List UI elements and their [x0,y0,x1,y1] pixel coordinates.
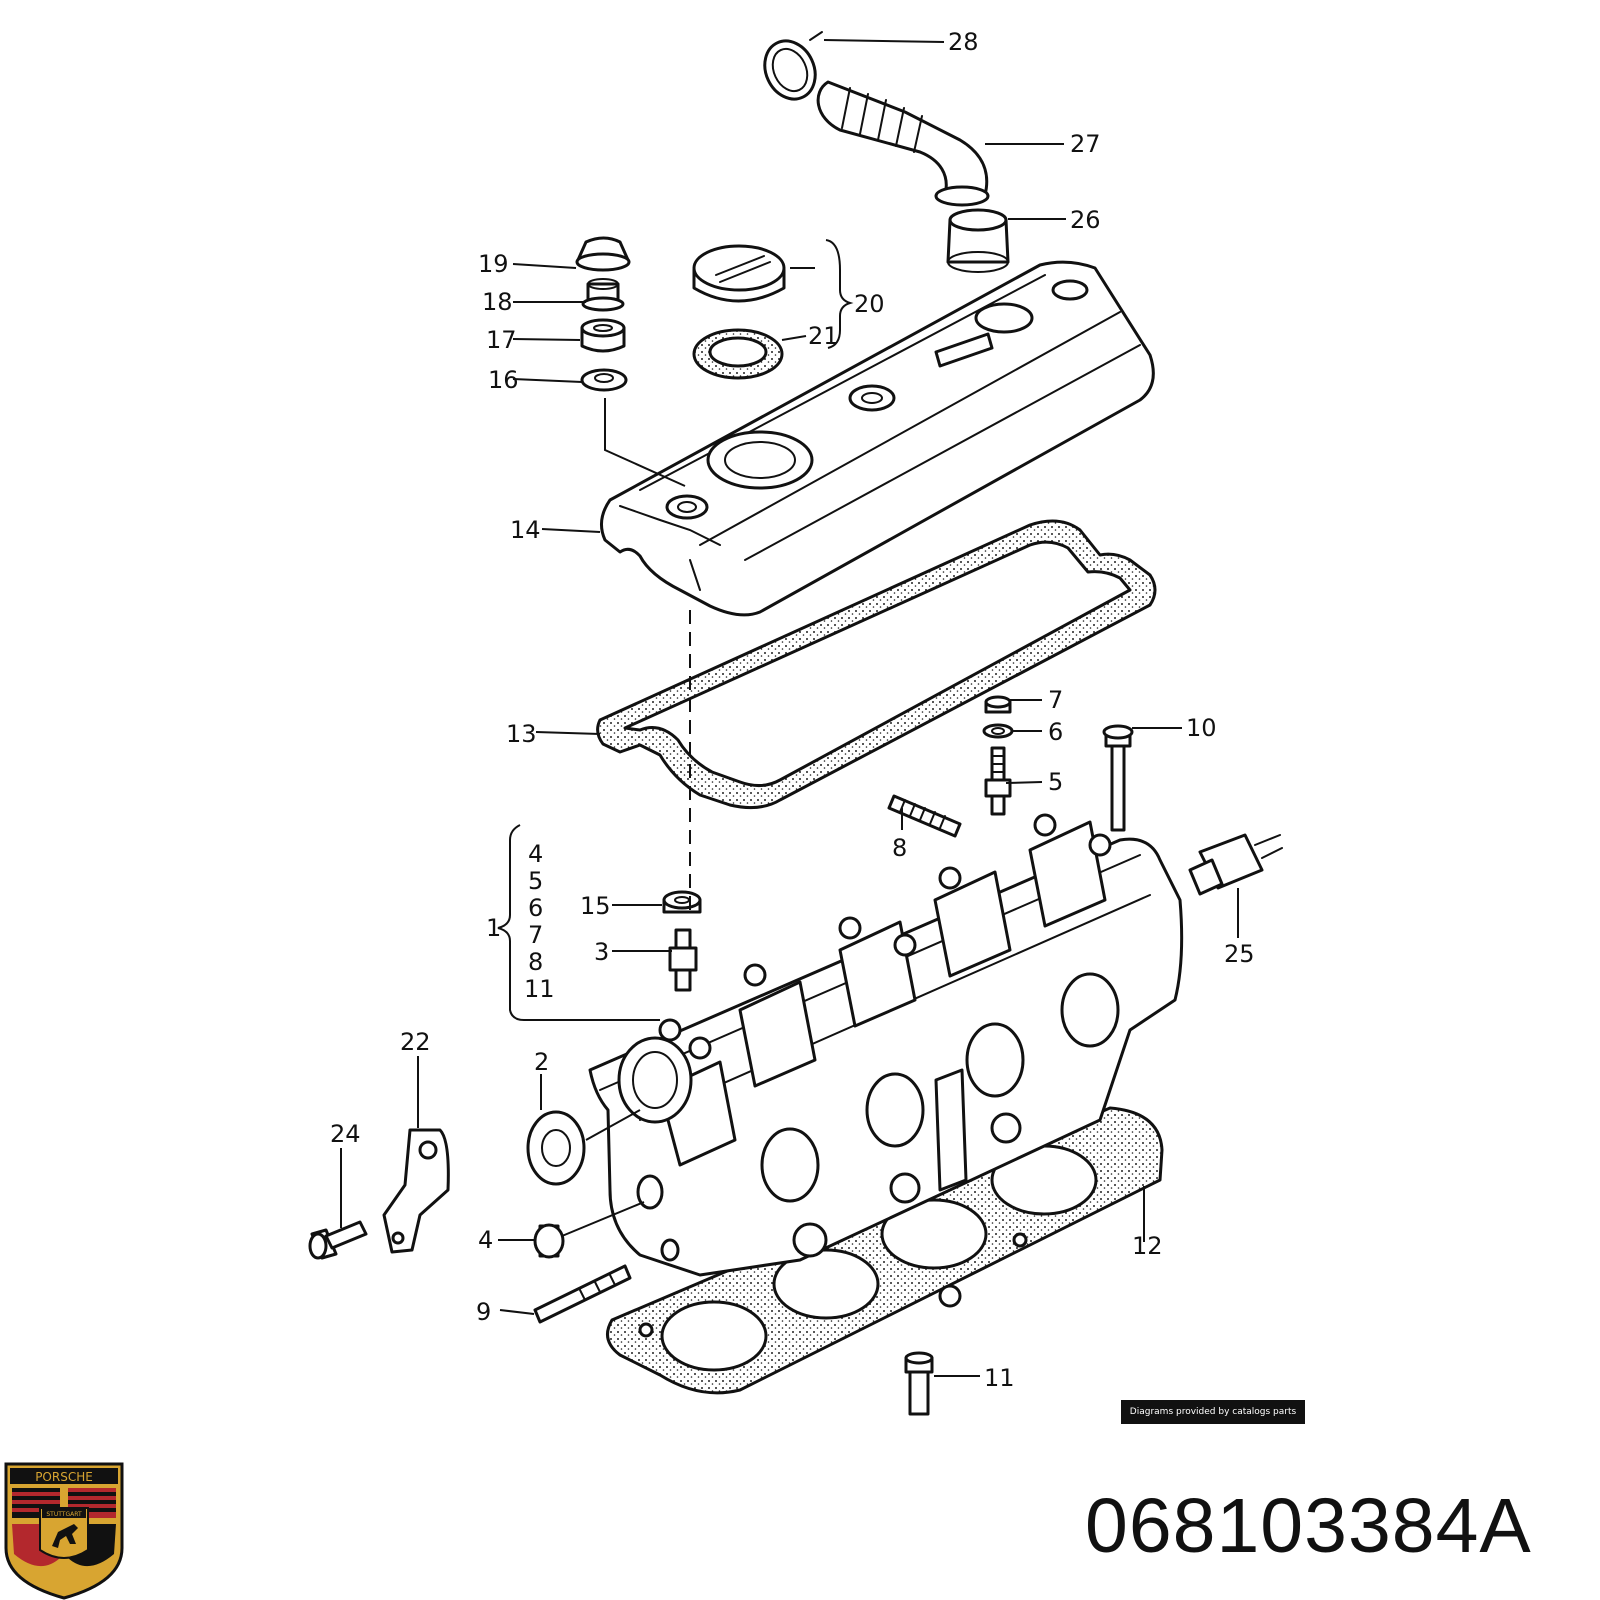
cover-gasket-part [596,519,1157,810]
callout-27: 27 [1070,130,1101,158]
nut-7-part [984,695,1012,714]
callout-24: 24 [330,1120,361,1148]
callout-labels: 28 27 26 19 18 17 16 20 21 14 13 7 6 5 1… [330,28,1255,1392]
stud-5-part [984,746,1012,816]
hose-clamp-part [763,31,823,101]
spacer-part [580,318,626,353]
callout-28: 28 [948,28,979,56]
callout-8: 8 [892,834,907,862]
oil-seal-part [526,1110,586,1186]
callout-12: 12 [1132,1232,1163,1260]
valve-cover-part [599,260,1155,617]
callout-10: 10 [1186,714,1217,742]
stud-8-part [887,794,962,838]
callout-17: 17 [486,326,517,354]
callout-25: 25 [1224,940,1255,968]
cap-part [575,236,631,272]
temp-sensor-part [1188,833,1283,896]
bracket-part [382,1128,450,1254]
group-item-11: 11 [524,975,555,1003]
group-item-7: 7 [528,921,543,949]
washer-6-part [982,723,1014,739]
callout-1: 1 [486,914,501,942]
diagram-credit: Diagrams provided by catalogs parts [1121,1400,1305,1424]
filler-seal-part [692,328,784,380]
callout-4: 4 [478,1226,493,1254]
breather-hose-part [816,80,990,207]
head-bolt-part [1102,724,1134,832]
nut-part [581,278,625,312]
callout-21: 21 [808,322,839,350]
callout-13: 13 [506,720,537,748]
group-item-6: 6 [528,894,543,922]
head-gasket-part [606,1106,1164,1395]
guide-3-part [668,928,698,992]
callout-19: 19 [478,250,509,278]
callout-9: 9 [476,1298,491,1326]
porsche-crest-logo: PORSCHE STUTTGART [4,1462,124,1600]
filler-cap-part [692,244,786,303]
callout-3: 3 [594,938,609,966]
leader-lines [340,39,1239,1377]
callout-22: 22 [400,1028,431,1056]
callout-26: 26 [1070,206,1101,234]
callout-18: 18 [482,288,513,316]
seal-washer-part [580,368,628,392]
group-item-8: 8 [528,948,543,976]
callout-15: 15 [580,892,611,920]
callout-7: 7 [1048,686,1063,714]
group-item-5: 5 [528,867,543,895]
bolt-24-part [308,1220,368,1260]
group-item-4: 4 [528,840,543,868]
callout-2: 2 [534,1048,549,1076]
callout-16: 16 [488,366,519,394]
logo-text: PORSCHE [35,1470,93,1484]
grommet-part [946,208,1010,273]
callout-11: 11 [984,1364,1015,1392]
callout-5: 5 [1048,768,1063,796]
dowel-part [904,1351,934,1416]
bushing-part [533,1223,565,1259]
stud-9-part [533,1264,632,1324]
callout-6: 6 [1048,718,1063,746]
callout-14: 14 [510,516,541,544]
seal-15-part [662,890,702,914]
cylinder-head-part [588,813,1184,1277]
part-number: 068103384A [1085,1483,1532,1569]
callout-20: 20 [854,290,885,318]
logo-subtext: STUTTGART [46,1511,82,1518]
